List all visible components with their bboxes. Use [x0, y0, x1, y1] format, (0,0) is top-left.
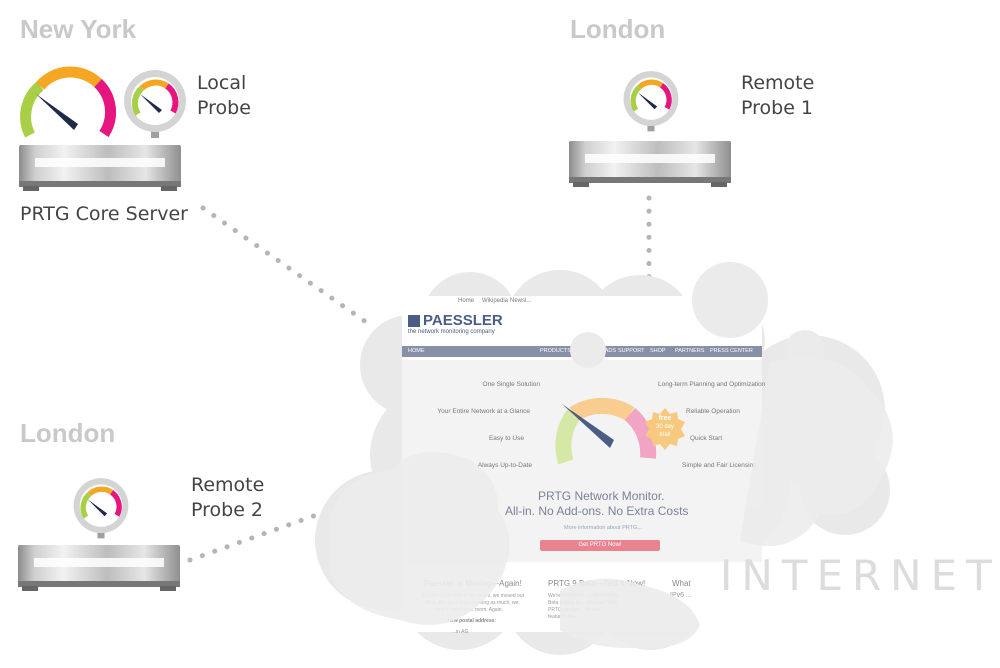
top-link-home[interactable]: Home	[458, 298, 475, 304]
feature-right-1: Long-term Planning and Optimization	[658, 381, 766, 388]
remote-probe-2-label-line-1: Remote	[191, 474, 265, 496]
headline-line-2: All-in. No Add-ons. No Extra Costs	[505, 504, 689, 518]
local-probe-gauge-icon	[124, 70, 186, 138]
nav-shop[interactable]: SHOP	[650, 348, 666, 354]
top-link-news[interactable]: Newsl...	[510, 298, 532, 304]
feature-left-3: Easy to Use	[488, 435, 524, 442]
news-3-title[interactable]: What	[672, 579, 691, 588]
top-link-wikipedia[interactable]: Wikipedia	[482, 298, 509, 304]
paessler-tagline: the network monitoring company	[408, 329, 495, 335]
nav-home[interactable]: HOME	[408, 348, 425, 354]
remote-probe-2-label-line-2: Probe 2	[191, 499, 264, 521]
remote-probe-2-server-icon	[18, 545, 180, 591]
paessler-logo-icon	[408, 315, 420, 327]
remote-probe-2-gauge-icon	[73, 478, 129, 539]
internet-label: INTERNET	[720, 551, 1000, 600]
paessler-logo-text: PAESSLER	[423, 312, 503, 329]
core-server-icon	[19, 145, 181, 191]
get-prtg-button-label: Get PRTG Now!	[578, 542, 622, 548]
news-1-tail: ...in AG	[452, 629, 469, 635]
city-new-york: New York	[20, 14, 137, 44]
nav-press-center[interactable]: PRESS CENTER	[710, 348, 753, 354]
core-server-label: PRTG Core Server	[20, 203, 188, 225]
headline-line-1: PRTG Network Monitor.	[538, 489, 665, 503]
feature-right-4: Simple and Fair Licensing	[682, 462, 757, 469]
link-probe2-to-internet	[187, 510, 325, 563]
badge-line-3: trial!	[659, 432, 671, 438]
core-gauge-large-icon	[20, 66, 116, 138]
more-info-link[interactable]: More information about PRTG...	[564, 525, 642, 531]
feature-left-2: Your Entire Network at a Glance	[437, 408, 530, 415]
get-prtg-button[interactable]	[540, 540, 660, 551]
nav-support[interactable]: SUPPORT	[618, 348, 645, 354]
hero-gauge-icon	[555, 397, 657, 465]
local-probe-label-line-2: Probe	[197, 97, 251, 119]
remote-probe-1-server-icon	[569, 141, 731, 187]
city-london-bottom: London	[20, 418, 116, 448]
feature-right-2: Reliable Operation	[686, 408, 740, 415]
remote-probe-1-gauge-icon	[623, 71, 679, 132]
news-1-sub: new postal address:	[448, 618, 497, 624]
badge-line-1: free	[658, 415, 672, 422]
feature-left-1: One Single Solution	[482, 381, 540, 388]
local-probe-label-line-1: Local	[197, 72, 247, 94]
city-london-top: London	[570, 14, 666, 44]
local-probe-label: Local Probe	[197, 71, 251, 121]
remote-probe-1-label-line-2: Probe 1	[741, 97, 814, 119]
news-3-body-1: IPv6 ...	[670, 592, 692, 599]
remote-probe-2-label: Remote Probe 2	[191, 473, 264, 523]
feature-right-3: Quick Start	[690, 435, 723, 442]
badge-line-2: 30 day	[655, 424, 674, 430]
remote-probe-1-label-line-1: Remote	[741, 72, 815, 94]
remote-probe-1-label: Remote Probe 1	[741, 71, 814, 121]
free-trial-badge-icon	[645, 408, 685, 450]
nav-partners[interactable]: PARTNERS	[675, 348, 705, 354]
feature-left-4: Always Up-to-Date	[477, 462, 532, 469]
nav-products[interactable]: PRODUCTS	[540, 348, 571, 354]
